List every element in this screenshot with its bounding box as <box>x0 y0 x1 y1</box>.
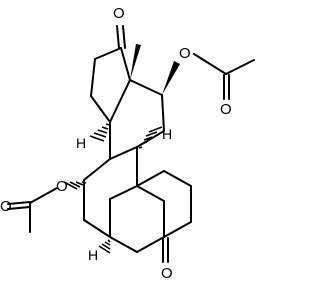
atom-label-acetoxy-11-o: O <box>179 45 191 62</box>
bond-c5b-c4 <box>163 170 192 187</box>
atom-label-h-9: H <box>162 126 172 142</box>
bond-c10-c5 <box>109 185 138 200</box>
bond-c8b-c8 <box>83 158 111 181</box>
bond-c3-c2 <box>163 221 192 238</box>
atom-label-h-5: H <box>88 247 98 263</box>
bond-acylc-methyl-11 <box>225 59 255 75</box>
bond-c17-c16 <box>94 47 122 60</box>
atom-label-acetoxy-7-carbonyl-o: O <box>0 198 12 215</box>
bond-c6-c7 <box>83 219 111 238</box>
atom-label-ketone-17-o: O <box>113 5 125 22</box>
bond-acylc-o-double-7b <box>7 206 31 210</box>
hash-c9-h <box>138 126 163 149</box>
bond-acylc-o-double-7a <box>7 201 31 205</box>
hash-c7-o <box>63 181 87 190</box>
structure-diagram: O O O O O O H H H <box>0 5 255 282</box>
bond-o7-acylc <box>29 187 58 204</box>
bond-c2-c6 <box>136 236 165 253</box>
bond-o11-acylc <box>193 53 227 75</box>
atom-label-acetoxy-7-o: O <box>56 178 68 195</box>
atom-label-ketone-3-o: O <box>161 265 173 282</box>
wedge-c12-o <box>162 61 180 95</box>
bond-c11-c9 <box>136 130 165 148</box>
bond-c10-c5b <box>136 170 165 187</box>
bond-c17-o-double-b <box>122 25 126 49</box>
bond-c17-c13 <box>120 47 131 81</box>
bond-c13-c12 <box>129 79 163 96</box>
bond-c16-c15 <box>90 58 96 97</box>
bond-c9-c8 <box>109 146 138 160</box>
hash-c14-h <box>89 123 110 142</box>
atom-label-h-14: H <box>76 135 86 151</box>
wedge-c13-methyl <box>130 44 141 80</box>
bond-c17-o-double-a <box>116 25 120 49</box>
bond-c14-c13 <box>109 79 131 123</box>
bond-c12-c11 <box>161 94 165 132</box>
bond-c10-c1 <box>136 185 165 202</box>
atom-label-acetoxy-11-carbonyl-o: O <box>220 101 232 118</box>
hash-c5-h <box>98 239 111 254</box>
bond-c15-c14 <box>90 95 111 123</box>
bond-c6b-c5 <box>109 236 138 253</box>
